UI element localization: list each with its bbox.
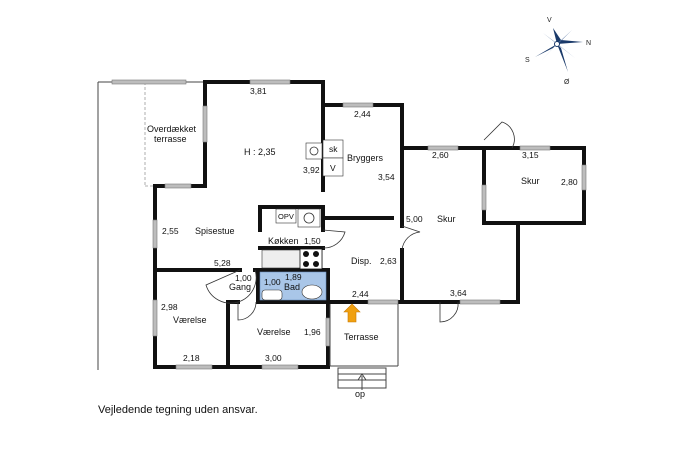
windows [111, 79, 587, 370]
compass-north-label: N [586, 40, 591, 47]
dim-1-00-gang: 1,00 [235, 273, 252, 283]
compass-south-label: S [525, 57, 530, 64]
dim-1-96: 1,96 [304, 327, 321, 337]
dim-3-54: 3,54 [378, 172, 395, 182]
walls [153, 80, 586, 369]
disclaimer-text: Vejledende tegning uden ansvar. [98, 404, 258, 416]
terrace-outline [329, 304, 399, 390]
skur-large-label: Skur [437, 214, 456, 224]
vaerelse-mid-label: Værelse [257, 327, 291, 337]
ceiling-height-label: H : 2,35 [244, 147, 276, 157]
v-fixture-label: V [330, 163, 336, 173]
dim-1-50: 1,50 [304, 236, 321, 246]
bryggers-label: Bryggers [347, 153, 384, 163]
dim-2-60: 2,60 [432, 150, 449, 160]
entrance-arrow-icon [343, 303, 361, 323]
op-label: op [355, 389, 365, 399]
dim-5-28: 5,28 [214, 258, 231, 268]
disp-label: Disp. [351, 256, 372, 266]
bathroom-sink [261, 289, 283, 301]
gang-label: Gang [229, 282, 251, 292]
dim-2-63: 2,63 [380, 256, 397, 266]
dimension-labels: 3,81 2,44 2,60 3,15 3,92 3,54 2,80 2,55 … [161, 86, 578, 363]
skur-small-label: Skur [521, 176, 540, 186]
dim-2-55: 2,55 [162, 226, 179, 236]
compass-east-label: Ø [564, 79, 570, 86]
sink-icon [297, 208, 321, 228]
vaerelse-left-label: Værelse [173, 315, 207, 325]
room-labels: Overdækket terrasse H : 2,35 Bryggers Sk… [147, 124, 540, 399]
dim-3-15: 3,15 [522, 150, 539, 160]
compass-rose: V N S Ø [525, 17, 591, 86]
opv-cabinet [275, 208, 297, 224]
stove-icon [299, 248, 323, 270]
dim-2-98: 2,98 [161, 302, 178, 312]
compass-west-label: V [547, 17, 552, 24]
bad-label: Bad [284, 282, 300, 292]
overdaekket-label-line2: terrasse [154, 134, 187, 144]
dim-2-80: 2,80 [561, 177, 578, 187]
toilet-icon [301, 284, 323, 300]
terrasse-label: Terrasse [344, 332, 379, 342]
sk-fixture-label: sk [329, 144, 338, 154]
dim-3-81: 3,81 [250, 86, 267, 96]
dim-3-00: 3,00 [265, 353, 282, 363]
v-cabinet [322, 157, 344, 177]
door-swings [205, 121, 515, 323]
dim-5-00: 5,00 [406, 214, 423, 224]
dim-2-18: 2,18 [183, 353, 200, 363]
dim-2-44-bottom: 2,44 [352, 289, 369, 299]
opv-fixture-label: OPV [278, 212, 294, 221]
dim-1-89: 1,89 [285, 272, 302, 282]
koekken-label: Køkken [268, 236, 299, 246]
utility-sink [305, 142, 323, 160]
overdaekket-label-line1: Overdækket [147, 124, 197, 134]
dim-1-00-bad: 1,00 [264, 277, 281, 287]
dim-3-92: 3,92 [303, 165, 320, 175]
dim-2-44-top: 2,44 [354, 109, 371, 119]
spisestue-label: Spisestue [195, 226, 235, 236]
dim-3-64: 3,64 [450, 288, 467, 298]
